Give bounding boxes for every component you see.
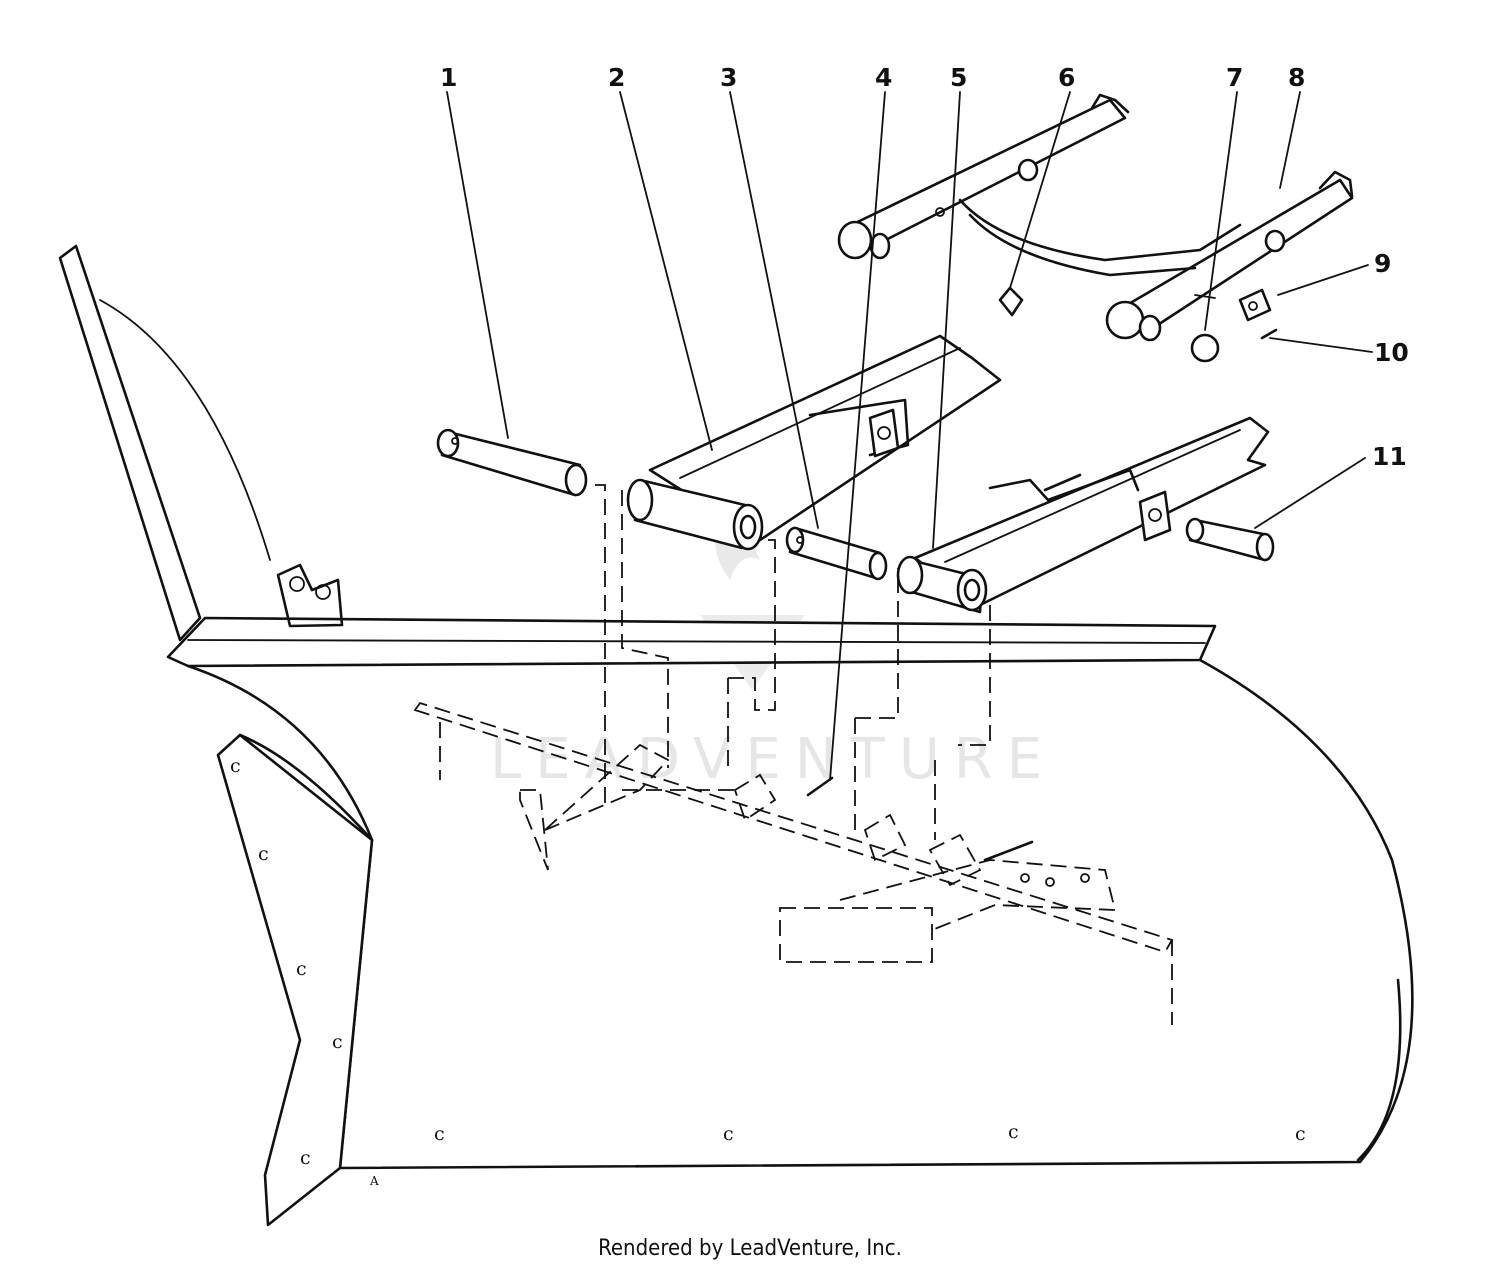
callout-11: 11 <box>1372 442 1407 471</box>
watermark-text: LEADVENTURE <box>490 727 1056 792</box>
credit-text: Rendered by LeadVenture, Inc. <box>598 1236 902 1261</box>
callout-labels: 1 2 3 4 5 6 7 8 9 10 11 <box>440 63 1409 471</box>
svg-text:c: c <box>332 1031 343 1053</box>
callout-3: 3 <box>720 63 737 92</box>
arm-5 <box>896 416 1270 614</box>
pin-11 <box>1185 517 1275 562</box>
pin-1 <box>436 428 588 497</box>
callout-5: 5 <box>950 63 967 92</box>
svg-text:c: c <box>1295 1123 1306 1145</box>
svg-text:c: c <box>1008 1121 1019 1143</box>
pin-3 <box>785 526 888 581</box>
svg-text:A: A <box>369 1174 379 1188</box>
callout-4: 4 <box>875 63 892 92</box>
callout-2: 2 <box>608 63 625 92</box>
callout-1: 1 <box>440 63 457 92</box>
callout-7: 7 <box>1226 63 1243 92</box>
svg-text:c: c <box>258 843 269 865</box>
bolt-holes: c c c c c c c c c A <box>230 755 1306 1188</box>
callout-8: 8 <box>1288 63 1305 92</box>
svg-text:c: c <box>434 1123 445 1145</box>
callout-10: 10 <box>1374 338 1409 367</box>
svg-text:c: c <box>723 1123 734 1145</box>
svg-text:c: c <box>300 1147 311 1169</box>
svg-text:c: c <box>230 755 241 777</box>
hidden-frame <box>413 701 1174 1025</box>
callout-6: 6 <box>1058 63 1075 92</box>
callout-9: 9 <box>1374 249 1391 278</box>
svg-text:c: c <box>296 958 307 980</box>
arm-2 <box>626 334 1002 551</box>
callout-leaders <box>446 91 1373 781</box>
plow-blade <box>58 244 1414 1227</box>
push-frame <box>837 93 1354 363</box>
assembly-lines <box>595 484 991 840</box>
